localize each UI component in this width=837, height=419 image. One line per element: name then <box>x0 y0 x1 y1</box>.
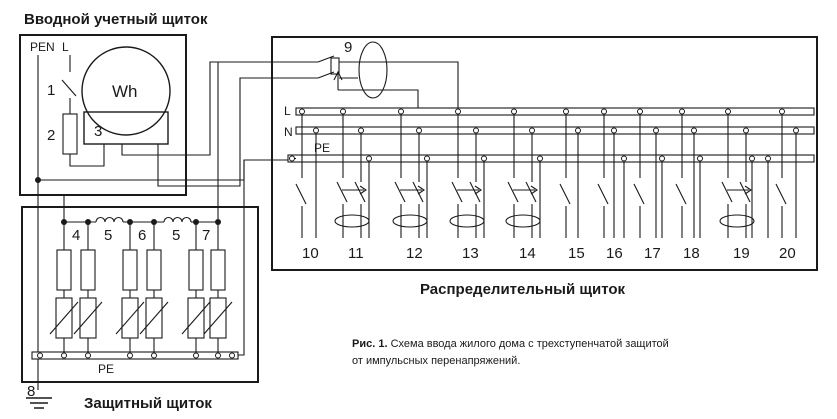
circuit-13-rcd <box>449 108 487 238</box>
label-12: 12 <box>406 245 423 262</box>
label-5a: 5 <box>104 227 112 244</box>
label-15: 15 <box>568 245 585 262</box>
ground-symbol: 8 <box>26 383 52 409</box>
label-6: 6 <box>138 227 146 244</box>
input-fuse <box>62 113 78 155</box>
circuit-19-rcd <box>719 108 755 238</box>
inductor-5a <box>95 216 124 223</box>
label-8: 8 <box>27 383 35 400</box>
caption-line-1: Рис. 1. Схема ввода жилого дома с трехст… <box>352 338 669 350</box>
caption-figure-number: Рис. 1. <box>352 338 388 350</box>
wire-pe-out <box>186 159 290 181</box>
distribution-panel: Распределительный щиток 9 L N PE <box>271 36 818 298</box>
label-11: 11 <box>348 245 364 262</box>
l-bus-label: L <box>284 104 291 118</box>
label-20: 20 <box>779 245 796 262</box>
pen-label: PEN <box>30 40 55 54</box>
label-13: 13 <box>462 245 479 262</box>
label-4: 4 <box>72 227 80 244</box>
meter-circle <box>81 46 171 136</box>
protection-panel: Защитный щиток 4 5 6 5 7 <box>21 160 259 412</box>
protection-pe-label: PE <box>98 362 114 376</box>
label-14: 14 <box>519 245 536 262</box>
label-1: 1 <box>47 82 55 99</box>
surge-protector-branches <box>49 222 233 352</box>
protection-panel-box <box>21 206 259 383</box>
label-16: 16 <box>606 245 623 262</box>
label-9: 9 <box>344 39 352 56</box>
distribution-panel-box <box>271 36 818 271</box>
label-2: 2 <box>47 127 55 144</box>
label-10: 10 <box>302 245 319 262</box>
circuit-12-rcd <box>392 108 430 238</box>
caption-line-2: от импульсных перенапряжений. <box>352 355 520 367</box>
circuit-18 <box>675 108 703 238</box>
caption-text-1: Схема ввода жилого дома с трехступенчато… <box>388 338 669 350</box>
wire-n-out <box>186 77 318 187</box>
n-bus-label: N <box>284 125 293 139</box>
input-panel-box <box>19 34 187 196</box>
circuit-10 <box>289 108 319 238</box>
distribution-pe-label: PE <box>314 141 330 155</box>
meter-label: Wh <box>112 82 138 101</box>
l-bus <box>295 107 815 116</box>
pe-bus <box>287 154 815 163</box>
main-rcd-core <box>358 41 388 99</box>
circuit-16 <box>597 108 627 238</box>
protection-panel-title: Защитный щиток <box>84 395 212 412</box>
input-panel: Вводной учетный щиток PEN L Wh 1 2 3 <box>19 11 208 390</box>
distribution-panel-title: Распределительный щиток <box>420 281 626 298</box>
meter-terminal-block <box>83 111 169 145</box>
pe-link <box>238 160 245 356</box>
label-17: 17 <box>644 245 661 262</box>
input-panel-title: Вводной учетный щиток <box>24 11 208 28</box>
label-5b: 5 <box>172 227 180 244</box>
label-7: 7 <box>202 227 210 244</box>
circuit-20 <box>765 108 799 238</box>
figure-caption: Рис. 1. Схема ввода жилого дома с трехст… <box>352 338 669 367</box>
main-switch: 9 <box>317 39 459 108</box>
circuit-15 <box>559 108 581 238</box>
input-switch <box>61 79 77 97</box>
label-19: 19 <box>733 245 750 262</box>
label-18: 18 <box>683 245 700 262</box>
busbars: L N PE <box>284 104 815 163</box>
label-3: 3 <box>94 123 102 140</box>
l-label: L <box>62 40 69 54</box>
inductor-5b <box>163 216 192 223</box>
circuit-14-rcd <box>505 108 543 238</box>
cross-wiring <box>63 61 318 222</box>
wire-l-out <box>186 61 318 156</box>
n-bus <box>295 126 815 135</box>
circuit-11-rcd <box>334 108 372 238</box>
circuit-17 <box>633 108 665 238</box>
